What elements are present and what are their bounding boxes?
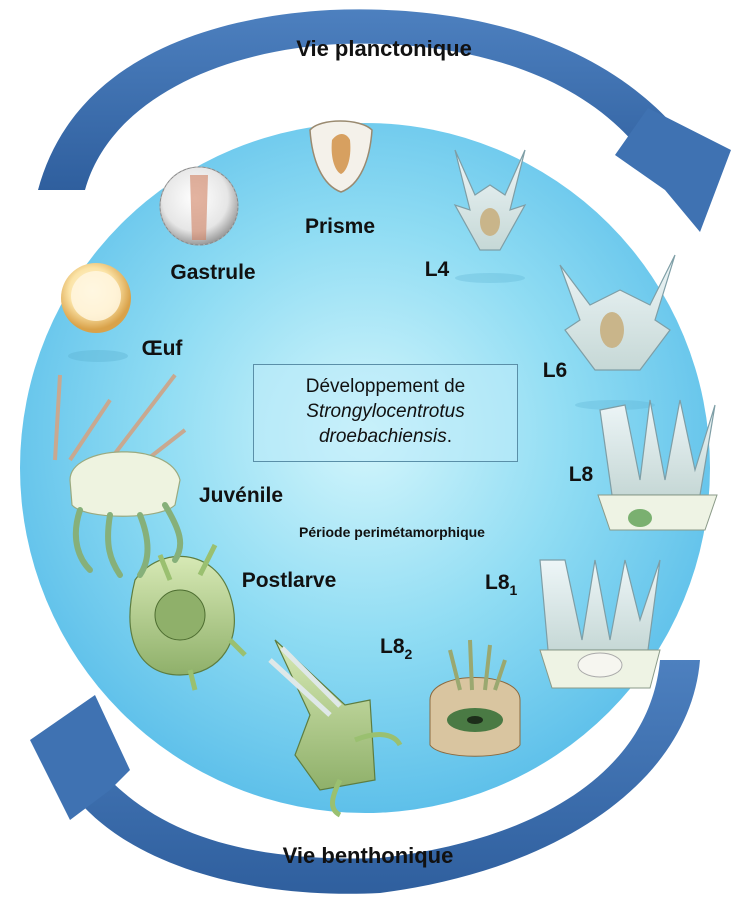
gastrula-illustration <box>160 167 238 245</box>
title-line-1: Développement de <box>254 374 517 399</box>
stage-label-l8-1-main: L8 <box>485 571 510 594</box>
title-box: Développement de Strongylocentrotus droe… <box>253 364 518 462</box>
stage-label-gastrule: Gastrule <box>170 261 255 284</box>
top-life-label: Vie planctonique <box>296 36 472 61</box>
stage-label-l8: L8 <box>569 463 594 486</box>
stage-label-l8-2-main: L8 <box>380 635 405 658</box>
stage-label-l8-1-sub: 1 <box>510 582 518 598</box>
stage-label-l4: L4 <box>425 258 450 281</box>
bottom-life-label: Vie benthonique <box>283 843 454 868</box>
title-line-3-species: droebachiensis <box>319 426 447 447</box>
stage-label-l8-2-sub: 2 <box>405 646 413 662</box>
stage-label-l6: L6 <box>543 359 568 382</box>
stage-label-postlarve: Postlarve <box>242 569 337 592</box>
stage-label-juvenile: Juvénile <box>199 484 283 507</box>
period-label: Période perimétamorphique <box>299 524 485 540</box>
title-line-3: droebachiensis. <box>254 424 517 449</box>
stage-label-prisme: Prisme <box>305 215 375 238</box>
title-line-3-period: . <box>447 426 452 447</box>
title-line-2: Strongylocentrotus <box>254 399 517 424</box>
stage-label-oeuf: Œuf <box>142 337 184 360</box>
